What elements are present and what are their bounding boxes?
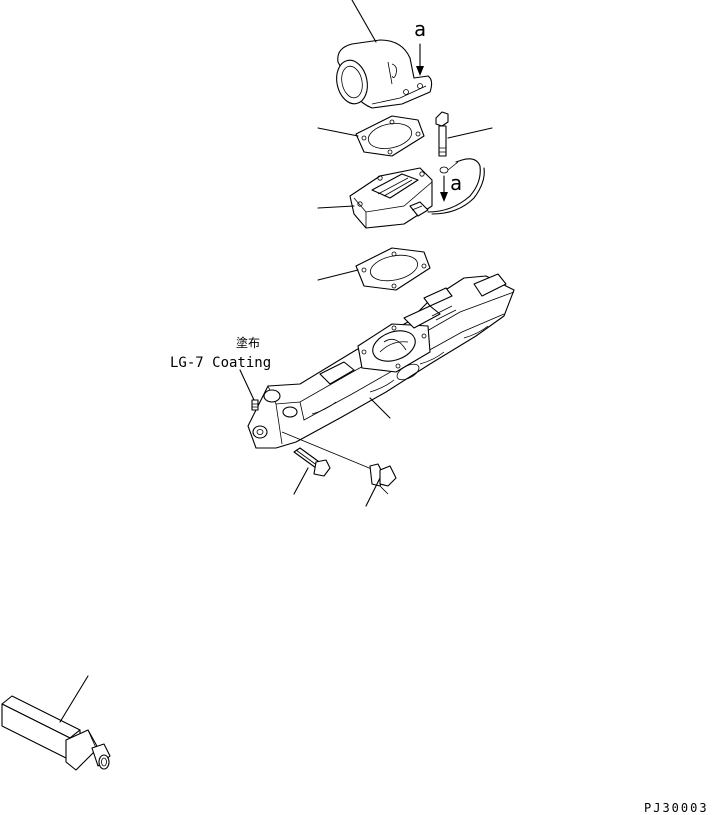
terminal-lead xyxy=(447,161,459,171)
drawing-code: PJ30003 xyxy=(644,801,709,815)
bolt-lower-left xyxy=(293,447,331,477)
leader-gasket-upper xyxy=(317,127,359,137)
leader-bolt-lower-right xyxy=(365,477,381,507)
ring-terminal xyxy=(439,166,449,174)
leader-gasket-lower xyxy=(317,269,359,281)
arrow-head-sensor xyxy=(440,192,448,202)
leader-coating xyxy=(239,369,255,401)
coating-plug xyxy=(251,399,259,411)
view-marker-top: a xyxy=(414,17,426,41)
wire-harness xyxy=(427,158,481,213)
leader-special-tool xyxy=(59,675,89,723)
wire-harness-2 xyxy=(431,167,485,215)
coating-label-en: LG-7 Coating xyxy=(170,355,271,371)
gasket-lower xyxy=(355,247,431,291)
leader-bolt-upper xyxy=(447,127,493,139)
leader-intake-heater xyxy=(317,205,355,209)
leader-bolt-lower-left xyxy=(293,467,309,495)
leader-manifold xyxy=(369,397,391,419)
special-tool xyxy=(1,695,111,771)
coating-label-jp: 塗布 xyxy=(236,335,260,350)
view-marker-sensor: a xyxy=(450,171,462,195)
intake-heater xyxy=(349,167,433,229)
intake-manifold xyxy=(247,273,515,449)
leader-elbow xyxy=(351,0,377,43)
bolt-upper xyxy=(435,111,449,157)
gasket-upper xyxy=(355,115,425,157)
elbow-connector xyxy=(336,39,433,109)
arrow-head-top xyxy=(416,66,424,76)
bolt-lower-right xyxy=(281,431,397,495)
